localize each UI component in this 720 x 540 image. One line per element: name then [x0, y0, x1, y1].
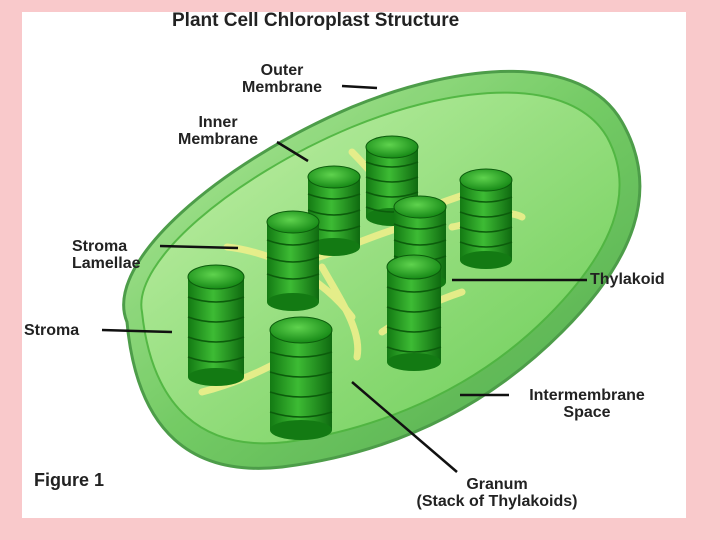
label-inner-membrane: Inner Membrane	[162, 114, 274, 148]
leader-stroma-lamellae	[159, 244, 239, 250]
leader-outer-membrane	[341, 84, 378, 90]
granum-stack	[269, 316, 333, 440]
granum-stack	[187, 264, 245, 386]
page-title: Plant Cell Chloroplast Structure	[172, 10, 460, 31]
label-line: Inner	[198, 114, 238, 131]
label-line: Membrane	[241, 79, 323, 96]
label-intermembrane-space: Intermembrane Space	[507, 387, 667, 421]
label-line: Granum	[466, 476, 528, 493]
label-outer-membrane: Outer Membrane	[227, 62, 337, 96]
label-line: Space	[563, 404, 611, 421]
label-line: (Stack of Thylakoids)	[416, 493, 578, 510]
label-line: Intermembrane	[529, 387, 645, 404]
leader-inner-membrane	[276, 140, 309, 163]
granum-stack	[266, 210, 320, 311]
label-stroma: Stroma	[24, 322, 80, 339]
leader-granum	[351, 381, 458, 473]
granum-stack	[459, 168, 513, 269]
figure-panel: Plant Cell Chloroplast Structure Outer M…	[22, 10, 686, 518]
granum-stacks	[187, 135, 513, 440]
leader-lines	[101, 84, 587, 473]
label-granum: Granum (Stack of Thylakoids)	[382, 476, 612, 510]
label-line: Membrane	[177, 131, 259, 148]
granum-stack	[386, 254, 442, 371]
label-stroma-lamellae: Stroma Lamellae	[72, 238, 140, 272]
label-thylakoid: Thylakoid	[590, 271, 665, 288]
leader-stroma	[101, 328, 173, 334]
label-line: Stroma	[72, 238, 128, 255]
granum-stack	[307, 165, 361, 256]
label-line: Outer	[260, 62, 304, 79]
chloroplast-diagram	[101, 69, 642, 473]
label-line: Lamellae	[72, 255, 141, 272]
figure-label: Figure 1	[34, 470, 105, 490]
